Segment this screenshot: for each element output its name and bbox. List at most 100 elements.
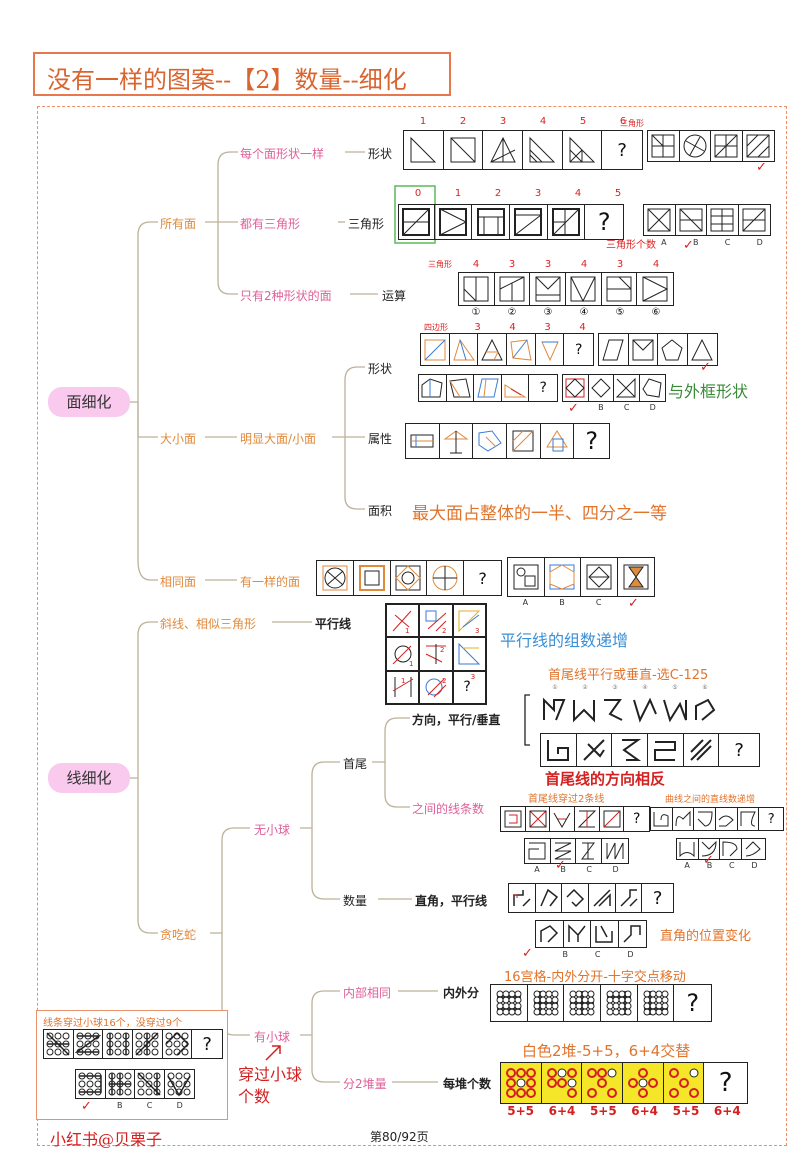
figure <box>447 375 475 401</box>
question-mark: ? <box>734 739 744 761</box>
leaf-size-shape: 形状 <box>368 362 393 376</box>
split-label: 5+5 <box>507 1104 535 1118</box>
question-cell: ? <box>529 375 557 401</box>
size-shape-options-1 <box>598 333 718 366</box>
option-c <box>591 921 619 947</box>
num: 3 <box>534 188 542 199</box>
option-letter: A <box>661 238 667 247</box>
option-b <box>589 375 614 401</box>
grid-cell <box>452 637 486 671</box>
shape-options <box>647 130 775 162</box>
node-same-face: 相同面 <box>160 575 197 589</box>
option-letter: C <box>724 238 731 247</box>
figure <box>550 807 576 831</box>
figure <box>450 334 479 365</box>
triangle-sequence: ? <box>398 204 624 240</box>
num: 4 <box>539 116 547 127</box>
quad-label: 四边形 <box>424 323 448 332</box>
figure <box>399 205 435 239</box>
ends-note: 首尾线的方向相反 <box>545 770 666 788</box>
option-a <box>536 921 564 947</box>
split-label: 6+4 <box>713 1104 741 1118</box>
node-two-shapes: 只有2种形状的面 <box>240 289 332 303</box>
node-face-refine: 面细化 <box>48 387 130 417</box>
option-letter: C <box>729 861 735 870</box>
option-c <box>707 205 739 235</box>
leaf-size-area: 面积 <box>368 504 393 518</box>
option-a <box>599 334 629 365</box>
content-frame <box>37 106 787 1146</box>
option-a <box>644 205 676 235</box>
figure <box>419 375 447 401</box>
option-d <box>739 205 770 235</box>
figure <box>582 1063 624 1103</box>
num: 1 <box>405 627 409 635</box>
num: 2 <box>440 646 444 654</box>
figure <box>163 1030 193 1058</box>
figure <box>507 424 541 458</box>
question-mark: ? <box>632 811 641 827</box>
question-mark: ? <box>539 380 547 396</box>
question-cell: ? <box>759 808 783 830</box>
question-cell: ? <box>674 985 711 1021</box>
question-mark: ? <box>202 1033 212 1055</box>
figure <box>623 1063 664 1103</box>
figure <box>103 1030 134 1058</box>
num: 6 <box>619 116 627 127</box>
num: 3 <box>474 322 481 333</box>
page-title: 没有一样的图案--【2】数量--细化 <box>47 66 407 94</box>
lines-through-title: 首尾线穿过2条线 <box>528 794 605 805</box>
num: 3 <box>544 322 551 333</box>
num: ⑥ <box>702 684 708 691</box>
figure <box>74 1030 104 1058</box>
leaf-direction: 方向，平行/垂直 <box>412 713 501 727</box>
option-letter: D <box>176 1101 183 1110</box>
split-label: 6+4 <box>631 1104 659 1118</box>
num: 4 <box>509 322 516 333</box>
figure <box>474 375 502 401</box>
num: 1 <box>409 660 413 668</box>
question-mark: ? <box>585 427 599 455</box>
grid-cell: 2 <box>419 637 453 671</box>
ends-title: 首尾线平行或垂直-选C-125 <box>548 668 709 683</box>
figure <box>523 131 563 169</box>
figure <box>564 985 602 1021</box>
figure <box>507 334 536 365</box>
figure <box>491 985 528 1021</box>
figure <box>563 131 603 169</box>
ends-shapes-row <box>543 697 716 723</box>
num: ④ <box>642 684 648 691</box>
leaf-same-face: 有一样的面 <box>240 575 301 589</box>
option-d <box>743 131 774 161</box>
answer-check: ✓ <box>700 360 711 375</box>
num: 3 <box>616 259 624 270</box>
figure <box>509 884 536 912</box>
node-ends: 首尾 <box>343 757 368 771</box>
option-letter: B <box>598 403 604 412</box>
leaf-between-lines: 之间的线条数 <box>412 802 485 816</box>
figure <box>577 734 613 766</box>
node-triangles: 都有三角形 <box>240 217 301 231</box>
answer-check: ✓ <box>683 238 694 253</box>
figure <box>472 205 511 239</box>
num: ⑥ <box>651 307 661 318</box>
node-all-faces: 所有面 <box>160 217 197 231</box>
leaf-right-angle: 直角，平行线 <box>415 894 488 908</box>
figure <box>495 273 531 305</box>
answer-check: ✓ <box>756 160 767 175</box>
option-d <box>619 921 646 947</box>
curve-sequence: ? <box>650 807 784 831</box>
question-mark: ? <box>686 989 700 1017</box>
num: 2 <box>494 188 502 199</box>
figure <box>317 561 354 595</box>
num: 3 <box>499 116 507 127</box>
option-d <box>688 334 717 365</box>
title-box: 没有一样的图案--【2】数量--细化 <box>33 52 451 96</box>
grid-cell: 3 <box>452 604 486 638</box>
size-shape-sequence-1: ? <box>420 333 594 366</box>
